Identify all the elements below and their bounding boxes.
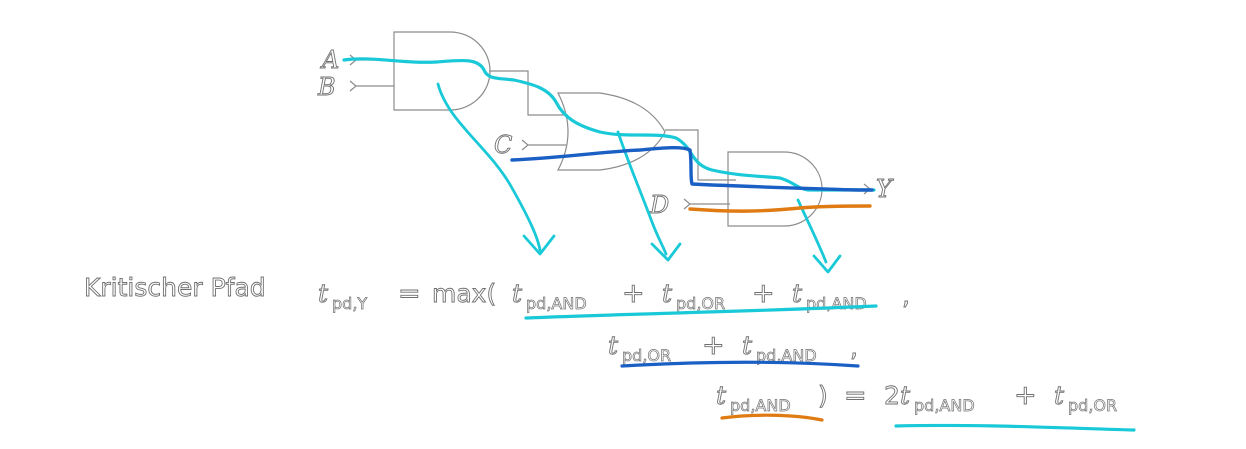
- input-label-d: D: [649, 191, 669, 219]
- caption-critical-path: Kritischer Pfad: [84, 273, 266, 302]
- subscript-pd-and: pd,AND: [914, 396, 975, 415]
- formula-line-2: t pd,OR + t pd,AND ,: [608, 330, 859, 366]
- subscript-pd-y: pd,Y: [332, 294, 367, 313]
- formula-line-1: Kritischer Pfad t pd,Y = max( t pd,AND +…: [84, 273, 911, 314]
- or-gate: [557, 92, 666, 171]
- subscript-pd-and: pd,AND: [806, 294, 867, 313]
- orange-underline: [720, 413, 824, 422]
- plus-sign: +: [1014, 380, 1037, 411]
- comma: ,: [902, 281, 910, 310]
- t-symbol: t: [608, 331, 619, 360]
- t-symbol: t: [742, 331, 753, 360]
- orange-path: [688, 204, 872, 213]
- plus-sign: +: [702, 330, 725, 361]
- t-symbol: t: [512, 279, 523, 308]
- formula-line-3: t pd,AND ) = 2 t pd,AND + t pd,OR: [716, 380, 1118, 416]
- input-label-c: C: [494, 131, 512, 159]
- subscript-pd-or: pd,OR: [622, 346, 671, 365]
- blue-underline: [620, 360, 860, 368]
- t-symbol: t: [1054, 381, 1065, 410]
- equals-sign: =: [844, 380, 867, 411]
- comma: ,: [850, 333, 858, 362]
- t-symbol: t: [900, 381, 911, 410]
- coefficient-two: 2: [884, 381, 900, 410]
- t-symbol: t: [662, 279, 673, 308]
- max-function: max(: [432, 279, 496, 308]
- cyan-critical-path: [342, 57, 876, 274]
- subscript-pd-and: pd,AND: [730, 396, 791, 415]
- blue-path: [510, 146, 874, 192]
- output-label-y: Y: [876, 175, 894, 203]
- equals-sign: =: [398, 278, 421, 309]
- t-symbol: t: [792, 279, 803, 308]
- input-label-a: A: [320, 46, 339, 74]
- subscript-pd-or: pd,OR: [1068, 396, 1117, 415]
- and-gate-1: [393, 31, 491, 111]
- input-label-b: B: [317, 73, 336, 101]
- plus-sign: +: [622, 278, 645, 309]
- t-symbol: t: [318, 279, 329, 308]
- subscript-pd-and: pd,AND: [756, 346, 817, 365]
- plus-sign: +: [752, 278, 775, 309]
- cyan-underline-sum: [524, 304, 878, 320]
- cyan-underline-result: [894, 423, 1136, 432]
- subscript-pd-and: pd,AND: [526, 294, 587, 313]
- subscript-pd-or: pd,OR: [676, 294, 725, 313]
- t-symbol: t: [716, 381, 727, 410]
- close-paren: ): [818, 381, 828, 410]
